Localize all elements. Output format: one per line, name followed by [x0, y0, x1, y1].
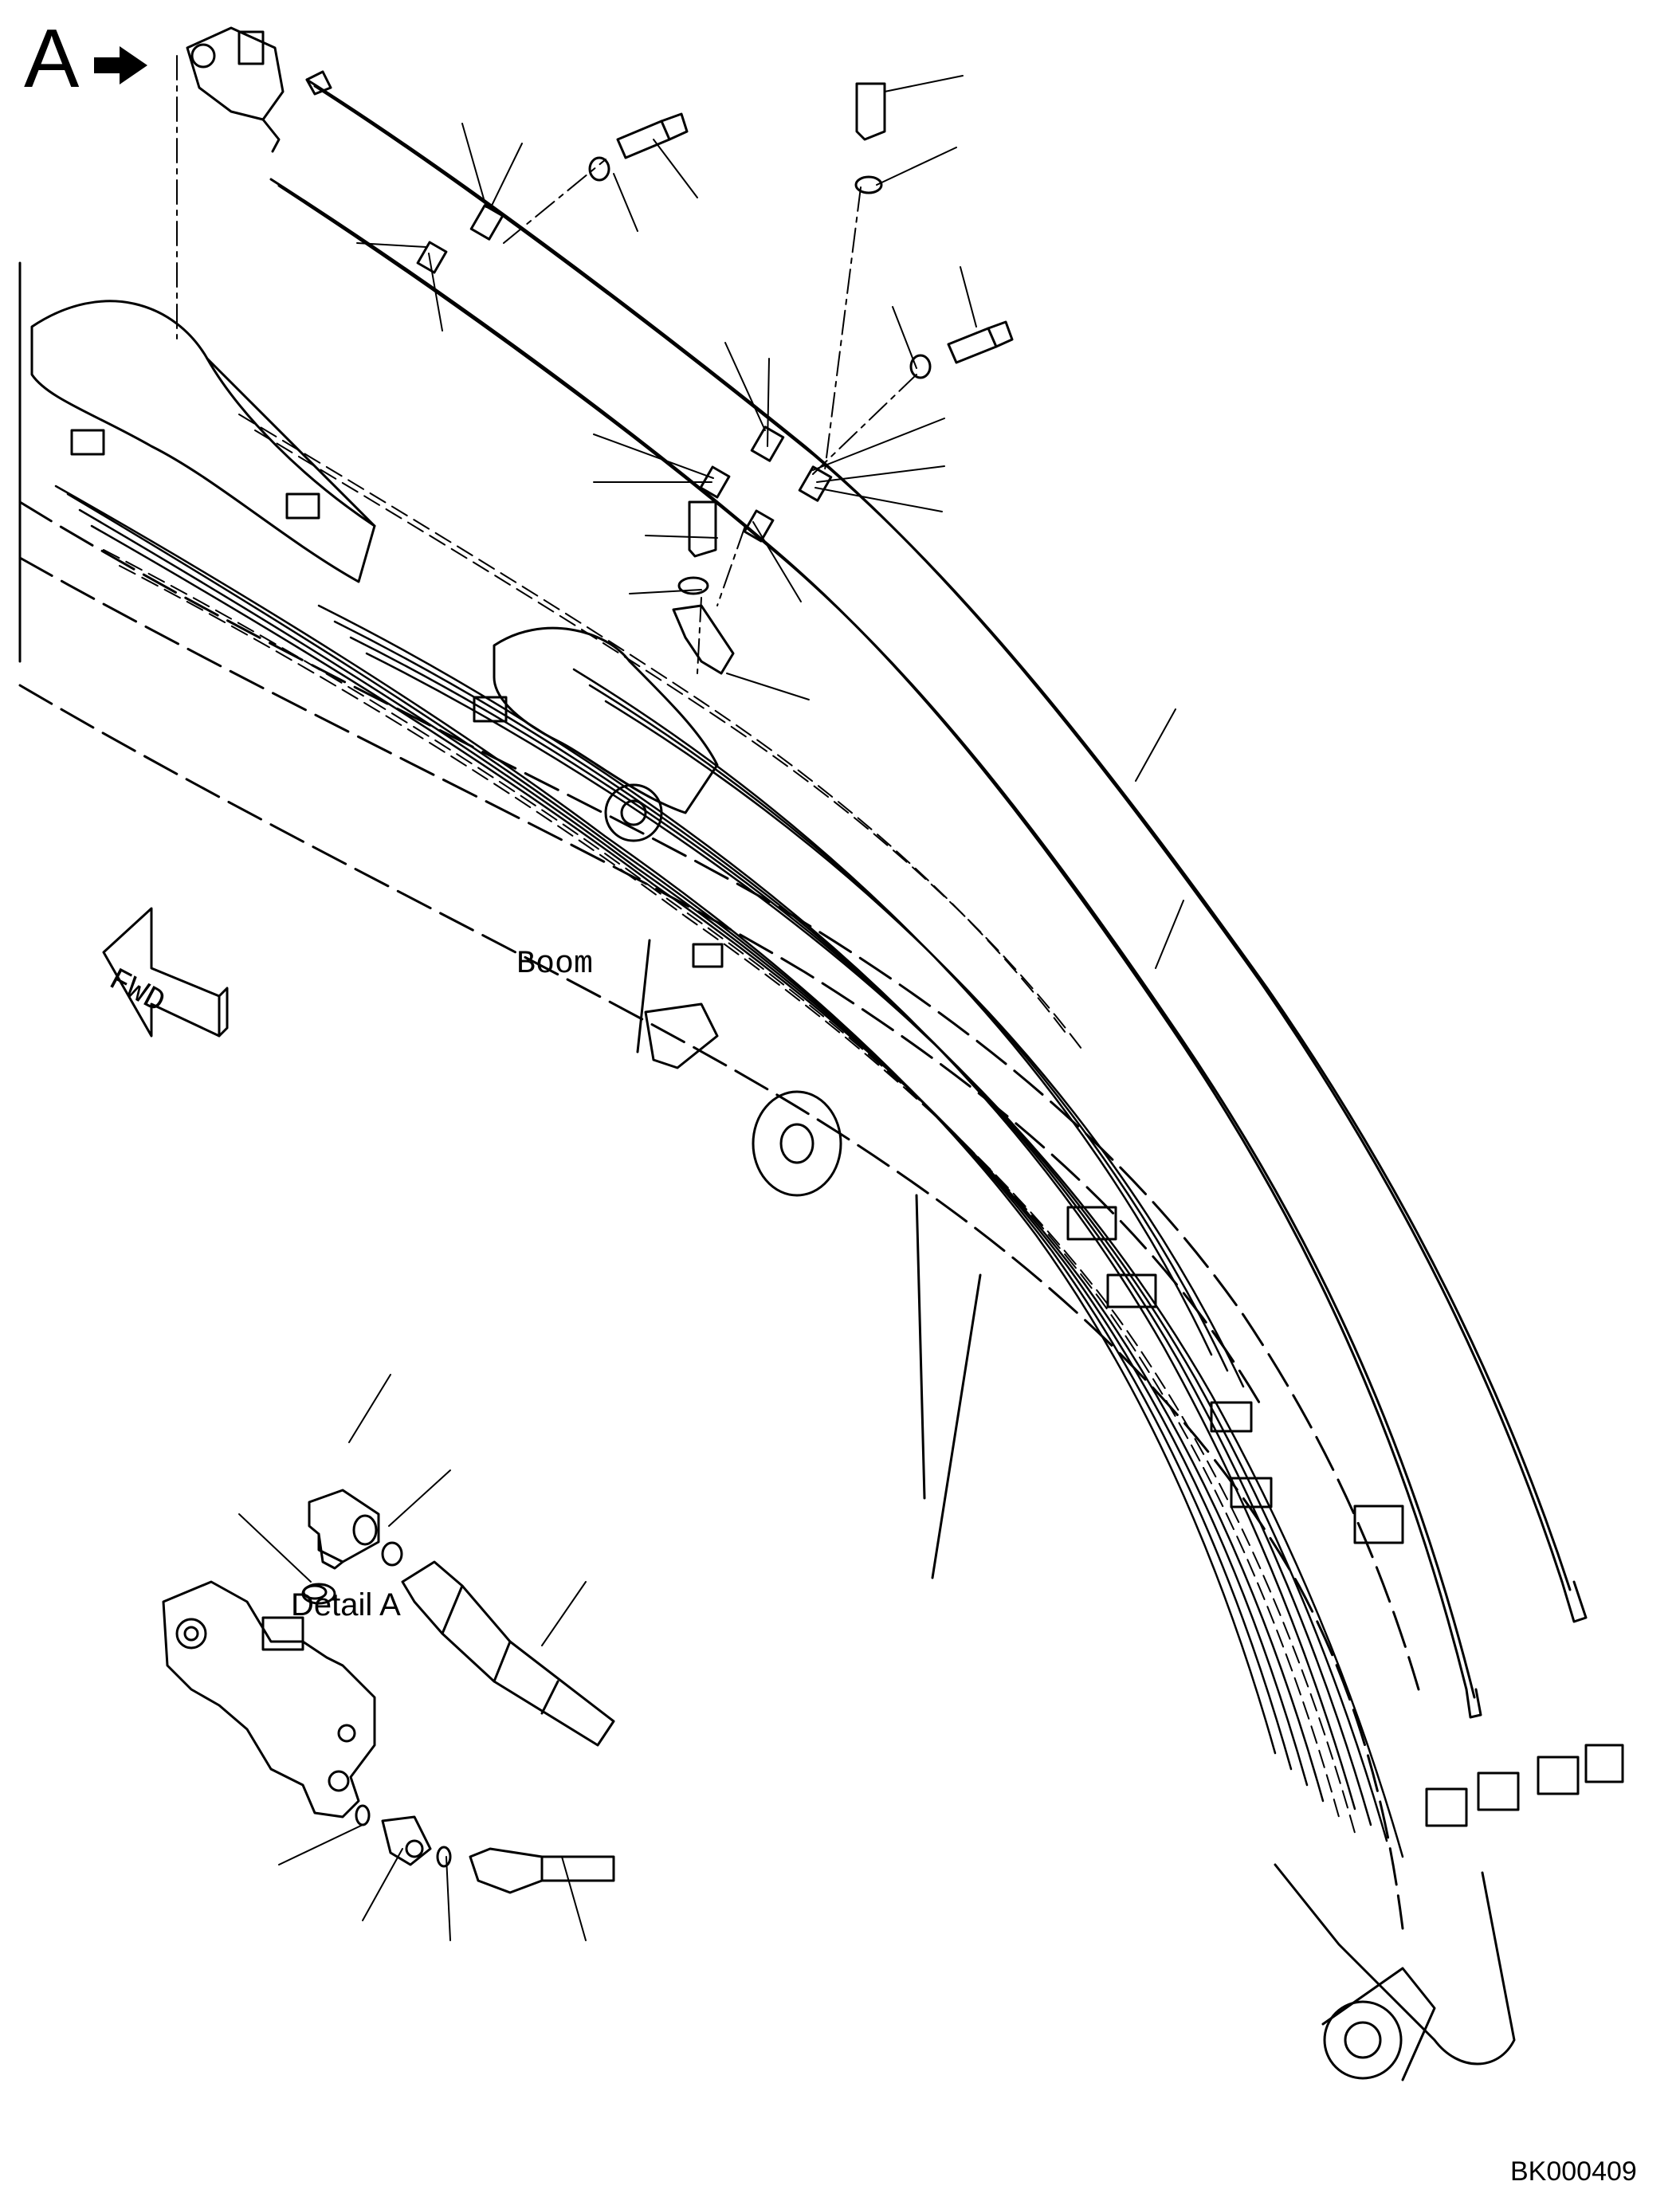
- right-arrow-icon: [94, 46, 147, 84]
- boom-label: Boom: [516, 947, 594, 983]
- bundle-clamps: [70, 429, 1624, 1827]
- boom-foot-pin: [1321, 1967, 1436, 2081]
- leader-lines: [238, 75, 1184, 1941]
- bolts-and-washers: [588, 82, 1014, 675]
- piping-bundle-dashed: [103, 414, 1356, 1834]
- hose-clamps: [416, 204, 833, 543]
- reference-lines: [176, 55, 917, 674]
- valve-top: [186, 26, 285, 153]
- forward-direction-arrow-icon: [102, 907, 229, 1038]
- piping-bundle: [54, 485, 1404, 1858]
- boom-edge: [18, 261, 1516, 2066]
- detail-a-adapter-lower: [355, 1804, 615, 1894]
- detail-a-elbow-fitting: [302, 1489, 403, 1600]
- detail-a-caption: Detail A: [291, 1587, 401, 1622]
- reference-code: BK000409: [1510, 2156, 1637, 2187]
- view-marker-label: A: [24, 13, 80, 105]
- boom-outline: [18, 500, 1420, 1930]
- long-hose-pair: [269, 70, 1588, 1719]
- detail-a-hose-upper: [401, 1560, 615, 1747]
